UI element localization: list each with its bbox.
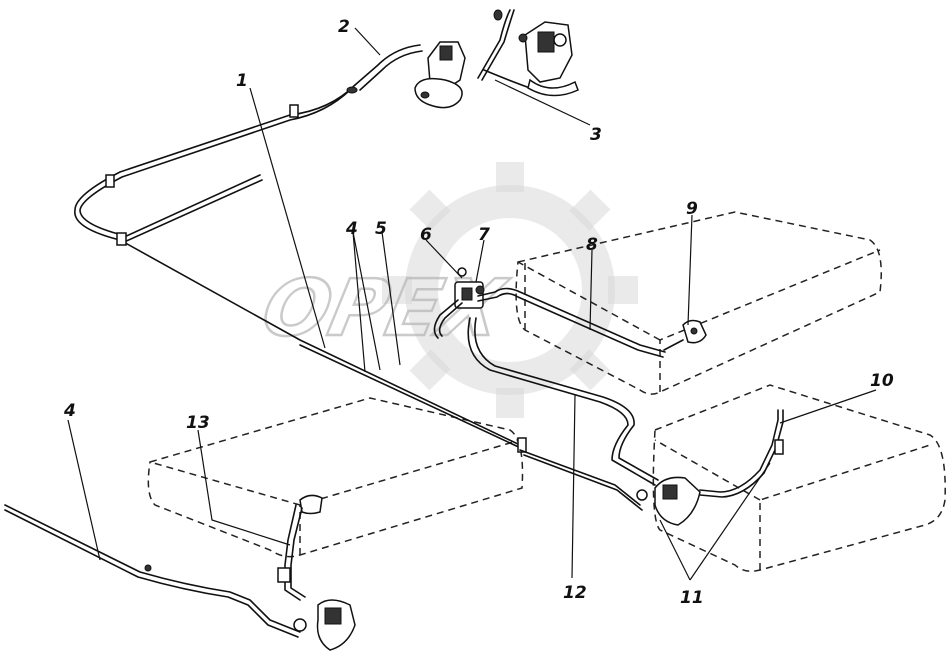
fuel-pump-icon (414, 41, 466, 109)
tank-center-right (515, 211, 882, 395)
fuel-filter-bottom-icon (293, 599, 356, 651)
callouts: 1 2 3 4 4 5 6 7 8 9 10 11 12 13 (63, 17, 894, 608)
tank-valves-11-icon (636, 409, 784, 526)
distributor-valve-icon (433, 267, 666, 358)
watermark-gear (382, 162, 638, 418)
callout-3: 3 (590, 125, 602, 145)
watermark-logo: OPEX (254, 162, 638, 418)
callout-4-lower: 4 (63, 401, 76, 421)
callout-9: 9 (686, 199, 698, 219)
callout-8: 8 (586, 235, 598, 255)
clip-2 (105, 174, 115, 188)
callout-13: 13 (186, 413, 210, 433)
clip-3 (116, 232, 127, 246)
callout-4-upper: 4 (345, 219, 358, 239)
leader-lines (67, 27, 877, 581)
callout-1: 1 (236, 71, 248, 91)
tank-right (652, 384, 946, 572)
callout-11: 11 (680, 588, 704, 608)
hose-2 (346, 44, 423, 94)
union-fitting (517, 437, 527, 453)
main-fuel-line (74, 84, 527, 453)
clip-1 (289, 104, 299, 118)
callout-12: 12 (563, 583, 587, 603)
callout-2: 2 (338, 17, 350, 37)
tank-valve-13-icon (277, 494, 323, 601)
callout-5: 5 (375, 219, 387, 239)
carburetor-icon (518, 21, 579, 97)
callout-7: 7 (478, 225, 490, 245)
callout-10: 10 (870, 371, 894, 391)
line-4-left (4, 504, 301, 638)
line-12 (467, 317, 659, 511)
callout-6: 6 (420, 225, 432, 245)
